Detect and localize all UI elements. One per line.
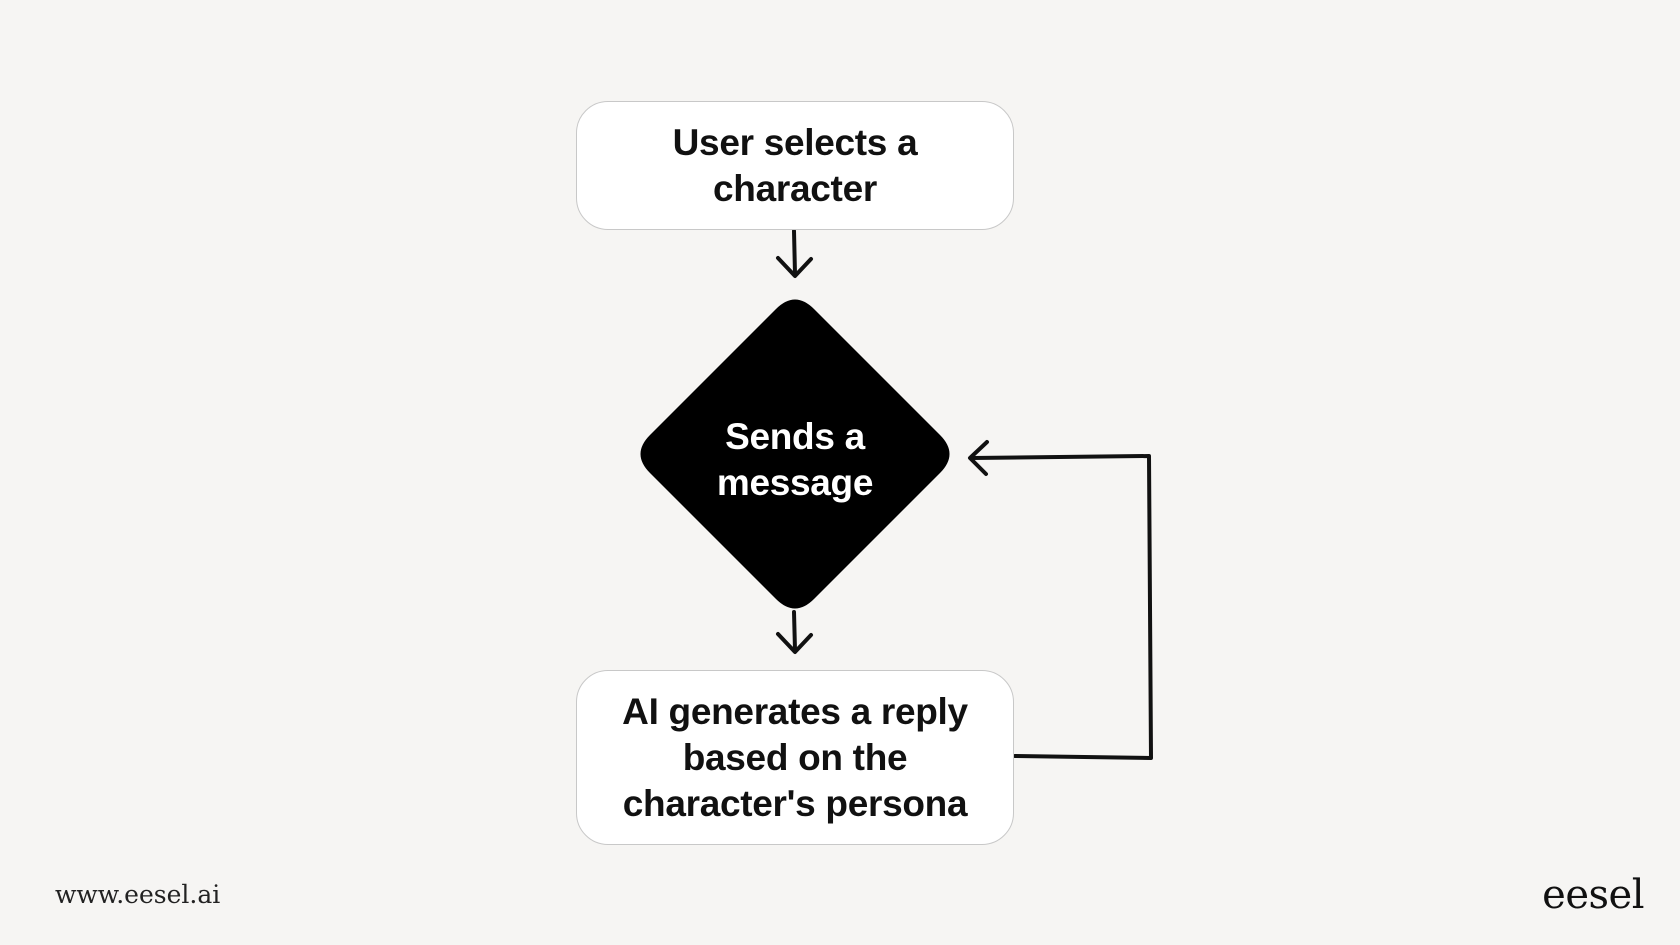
start-node-user-selects-character: User selects a character	[576, 101, 1014, 230]
start-node-line-2: character	[713, 167, 877, 209]
eesel-logo: eesel	[1542, 872, 1644, 918]
arrow-decision-to-end	[776, 610, 813, 654]
decision-diamond	[640, 299, 950, 609]
footer-website-url: www.eesel.ai	[55, 880, 221, 909]
end-node-ai-generates-reply: AI generates a reply based on the charac…	[576, 670, 1014, 845]
decision-node-line-2: message	[716, 462, 874, 503]
arrow-start-to-decision	[776, 229, 813, 278]
end-node-line-2: based on the	[682, 736, 908, 778]
arrow-loop-back	[968, 440, 1153, 760]
start-node-line-1: User selects a	[672, 121, 918, 163]
end-node-line-1: AI generates a reply	[622, 690, 968, 732]
end-node-line-3: character's persona	[622, 782, 968, 824]
decision-node-line-1: Sends a	[725, 416, 865, 457]
decision-node-label: Sends a message	[640, 405, 950, 515]
